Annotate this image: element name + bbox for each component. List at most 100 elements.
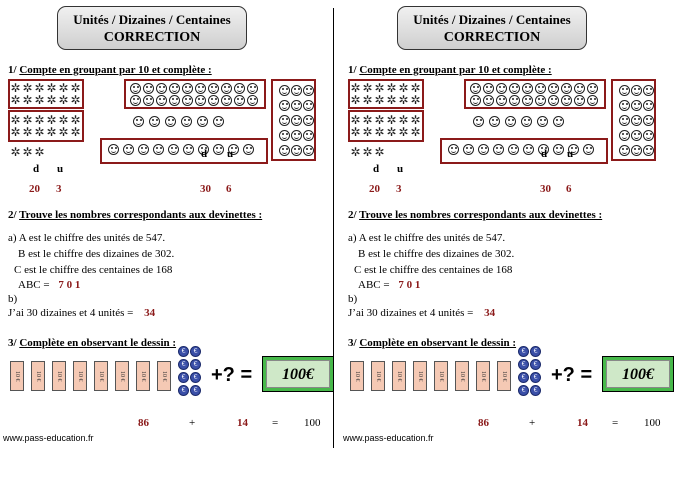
smiley-icon <box>561 95 572 106</box>
smiley-icon <box>548 83 559 94</box>
smiley-icon <box>303 130 314 141</box>
euro-coin-icon: € <box>530 359 541 370</box>
ten-euro-bill: 10 € <box>371 361 385 391</box>
section2-title: Trouve les nombres correspondants aux de… <box>359 209 603 221</box>
smiley-icon <box>291 130 302 141</box>
star-icon: ✲ <box>70 93 81 107</box>
title-line2: CORRECTION <box>443 30 541 45</box>
smiley-icon <box>619 115 630 126</box>
star-icon: ✲ <box>46 81 57 95</box>
riddle-b-label: b) <box>348 293 358 305</box>
section3-title: Complète en observant le dessin : <box>359 337 517 349</box>
euro-coin-icon: € <box>190 372 201 383</box>
star-icon: ✲ <box>58 81 69 95</box>
footer-site: www.pass-education.fr <box>3 433 94 443</box>
smiley-icon <box>643 100 654 111</box>
smiley-icon <box>619 100 630 111</box>
section2-number: 2/ <box>8 209 17 221</box>
section1-heading: 1/ Compte en groupant par 10 et complète… <box>8 64 212 76</box>
star-icon: ✲ <box>362 81 373 95</box>
smiley-icon <box>483 95 494 106</box>
star-icon: ✲ <box>398 113 409 127</box>
star-icon: ✲ <box>374 125 385 139</box>
smiley-icon <box>279 85 290 96</box>
smiley-icon <box>197 116 208 127</box>
hundred-euro-note: 100€ <box>602 356 674 392</box>
smiley-icon <box>473 116 484 127</box>
smiley-icon <box>448 144 459 155</box>
star-icon: ✲ <box>350 81 361 95</box>
u-value-a: 3 <box>56 183 62 195</box>
abc-line: ABC = 7 0 1 <box>18 279 80 291</box>
smiley-icon <box>521 116 532 127</box>
smiley-icon <box>489 116 500 127</box>
euro-coin-icon: € <box>530 346 541 357</box>
smiley-icon <box>169 83 180 94</box>
smiley-icon <box>291 115 302 126</box>
star-icon: ✲ <box>386 125 397 139</box>
plus-question: +? = <box>211 364 253 386</box>
smiley-icon <box>470 83 481 94</box>
star-icon: ✲ <box>350 125 361 139</box>
smiley-icon <box>143 95 154 106</box>
star-grid-2: ✲✲✲✲✲✲✲✲✲✲✲✲ <box>10 114 82 138</box>
u-label-a: u <box>57 163 64 175</box>
star-icon: ✲ <box>10 81 21 95</box>
star-grid-1: ✲✲✲✲✲✲✲✲✲✲✲✲ <box>10 82 82 106</box>
d-value-a: 20 <box>29 183 40 195</box>
smiley-icon <box>631 145 642 156</box>
star-icon: ✲ <box>34 125 45 139</box>
title-box: Unités / Dizaines / Centaines CORRECTION <box>57 6 247 50</box>
smiley-icon <box>181 116 192 127</box>
smiley-icon <box>643 85 654 96</box>
ten-euro-bill: 10 € <box>350 361 364 391</box>
star-icon: ✲ <box>374 145 385 159</box>
smiley-grid-2 <box>108 144 258 155</box>
smiley-grid-1 <box>130 83 260 106</box>
smiley-icon <box>213 144 224 155</box>
star-icon: ✲ <box>362 125 373 139</box>
smiley-grid-1 <box>470 83 600 106</box>
equation-equals: = <box>272 417 279 429</box>
riddle-a-line1: a) A est le chiffre des unités de 547. <box>8 232 166 244</box>
page-divider <box>333 8 334 448</box>
star-icon: ✲ <box>350 113 361 127</box>
star-icon: ✲ <box>46 113 57 127</box>
smiley-grid-2 <box>448 144 598 155</box>
smiley-box-3 <box>611 79 656 161</box>
star-icon: ✲ <box>34 113 45 127</box>
hundred-euro-note: 100€ <box>262 356 334 392</box>
star-grid-2: ✲✲✲✲✲✲✲✲✲✲✲✲ <box>350 114 422 138</box>
smiley-icon <box>291 100 302 111</box>
smiley-icon <box>133 116 144 127</box>
smiley-icon <box>183 144 194 155</box>
star-icon: ✲ <box>22 93 33 107</box>
smiley-icon <box>538 144 549 155</box>
smiley-icon <box>508 144 519 155</box>
smiley-grid-3 <box>279 85 315 156</box>
smiley-icon <box>130 95 141 106</box>
smiley-icon <box>537 116 548 127</box>
smiley-icon <box>522 83 533 94</box>
star-icon: ✲ <box>22 81 33 95</box>
equation-plus: + <box>529 417 536 429</box>
equation-left: 86 <box>138 417 149 429</box>
smiley-icon <box>496 83 507 94</box>
riddle-a-line3: C est le chiffre des centaines de 168 <box>354 264 513 276</box>
star-icon: ✲ <box>362 93 373 107</box>
equation-mid: 14 <box>577 417 588 429</box>
smiley-box-2 <box>100 138 268 164</box>
title-line2: CORRECTION <box>103 30 201 45</box>
section2-heading: 2/ Trouve les nombres correspondants aux… <box>8 209 262 221</box>
smiley-icon <box>182 83 193 94</box>
hundred-euro-label: 100€ <box>606 360 670 388</box>
u-value-b: 6 <box>566 183 572 195</box>
smiley-icon <box>583 144 594 155</box>
star-group-box-1: ✲✲✲✲✲✲✲✲✲✲✲✲ <box>348 79 424 109</box>
star-grid-loose: ✲✲✲ <box>350 146 386 158</box>
ten-euro-bill: 10 € <box>157 361 171 391</box>
riddle-b-value: 34 <box>484 307 496 319</box>
star-icon: ✲ <box>10 125 21 139</box>
smiley-icon <box>208 83 219 94</box>
smiley-icon <box>108 144 119 155</box>
